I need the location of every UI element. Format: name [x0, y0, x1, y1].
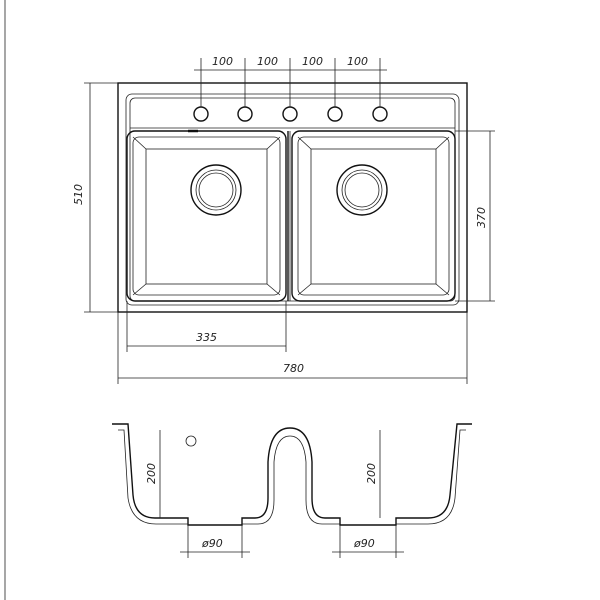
sink-section-profile-outer	[112, 423, 472, 526]
faucet-spacing-label: 100	[257, 55, 278, 68]
right-bowl-height-dimension: 200	[365, 430, 381, 518]
overall-depth-dimension: 510	[72, 82, 118, 313]
left-drain-label: ø90	[201, 537, 223, 550]
top-view: 100 100 100 100 510 370 335	[72, 55, 495, 384]
faucet-holes	[188, 106, 388, 133]
faucet-spacing-dimension: 100 100 100 100	[194, 55, 387, 107]
faucet-spacing-label: 100	[347, 55, 368, 68]
drain-hole-right	[336, 164, 388, 216]
faucet-spacing-label: 100	[302, 55, 323, 68]
bowl-depth-label: 370	[475, 207, 488, 228]
sink-inner-ledge	[125, 93, 460, 306]
left-bowl-height-label: 200	[145, 463, 158, 484]
right-drain-label: ø90	[353, 537, 375, 550]
faucet-hole	[237, 106, 253, 122]
bowl-width-label: 335	[196, 331, 217, 344]
section-view: 200 200 ø90 ø90	[112, 423, 472, 558]
overflow-hole	[185, 435, 197, 447]
faucet-hole	[282, 106, 298, 122]
sink-section-profile-inner	[118, 429, 466, 525]
bowl-width-dimension: 335	[126, 301, 287, 352]
faucet-hole	[193, 106, 209, 122]
sink-outer-rim	[117, 82, 468, 313]
faucet-hole	[372, 106, 388, 122]
drain-hole-left	[190, 164, 242, 216]
left-bowl	[126, 130, 287, 302]
right-bowl	[291, 130, 456, 302]
overall-width-dimension: 780	[117, 312, 468, 384]
right-bowl-height-label: 200	[365, 463, 378, 484]
right-drain-dimension: ø90	[332, 525, 404, 558]
bowl-depth-dimension: 370	[455, 130, 495, 302]
left-bowl-height-dimension: 200	[145, 430, 161, 518]
faucet-spacing-label: 100	[212, 55, 233, 68]
left-drain-dimension: ø90	[180, 525, 250, 558]
overall-width-label: 780	[283, 362, 304, 375]
overall-depth-label: 510	[72, 184, 85, 205]
faucet-hole	[327, 106, 343, 122]
